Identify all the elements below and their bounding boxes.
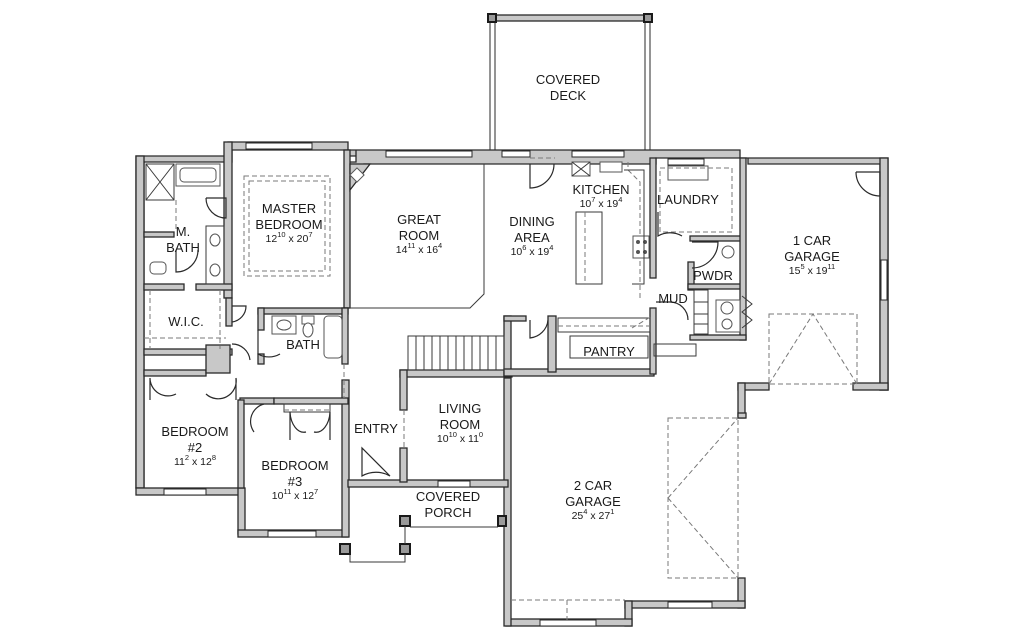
room-label-kitchen: KITCHEN 107 x 194: [572, 182, 630, 210]
master-bath-fixtures: [145, 163, 225, 285]
great-room-boundary: [350, 164, 485, 309]
room-label-laundry: LAUNDRY: [657, 192, 719, 207]
room-label-bedroom-2: BEDROOM#2 112 x 128: [161, 424, 229, 468]
closets: [149, 377, 331, 440]
room-label-entry: ENTRY: [354, 421, 398, 436]
room-label-wic: W.I.C.: [168, 314, 204, 329]
staircase: [407, 335, 505, 371]
room-dimensions: 1010 x 110: [436, 430, 484, 445]
porch-columns: [339, 515, 507, 563]
windows: [163, 142, 888, 627]
room-dimensions: 1011 x 127: [271, 487, 319, 502]
room-label-mud: MUD: [658, 291, 688, 306]
room-dimensions: 155 x 1911: [788, 262, 836, 277]
fireplace-icon: [349, 163, 372, 192]
room-label-m-bath: M.BATH: [166, 224, 200, 255]
doors: [175, 163, 881, 478]
kitchen-fixtures: [571, 161, 650, 285]
room-dimensions: 112 x 128: [173, 453, 217, 468]
room-dimensions: 106 x 194: [510, 243, 554, 258]
hall-bath-fixtures: [271, 315, 343, 359]
room-dimensions: 1210 x 207: [265, 230, 313, 245]
pantry-fixtures: [557, 315, 653, 359]
room-dimensions: 107 x 194: [579, 195, 623, 210]
room-label-bath: BATH: [286, 337, 320, 352]
interior-walls: [143, 141, 747, 489]
room-dimensions: 1411 x 164: [395, 241, 443, 256]
room-label-pwdr: PWDR: [693, 268, 733, 283]
laundry-fixtures: [653, 165, 753, 357]
room-label-pantry: PANTRY: [583, 344, 635, 359]
room-label-bedroom-3: BEDROOM#3 1011 x 127: [261, 458, 329, 502]
room-dimensions: 254 x 271: [571, 507, 615, 522]
